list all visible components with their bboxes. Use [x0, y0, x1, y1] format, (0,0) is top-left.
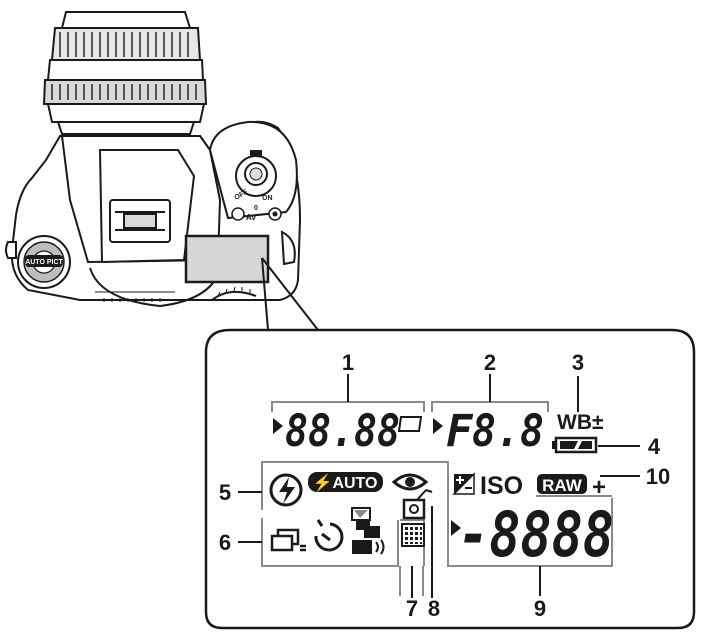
count-pointer-icon	[451, 520, 461, 536]
power-on-label: ON	[262, 195, 273, 202]
self-timer-icon	[314, 519, 344, 552]
drive-mode-group	[270, 507, 385, 555]
frame-count-display: -8888	[451, 498, 614, 571]
remote-timer-icon	[351, 507, 385, 555]
af-frame-icon	[402, 489, 433, 520]
wb-indicator: WB±	[557, 411, 604, 434]
control-cluster: OFF ON 0 Av	[208, 120, 298, 222]
raw-badge	[537, 474, 587, 494]
callout-4: 4	[648, 434, 661, 459]
callout-3: 3	[572, 350, 584, 375]
minutes-indicator-icon	[397, 416, 423, 432]
count-digits: -8888	[458, 498, 614, 571]
metering-pattern-icon	[401, 523, 425, 547]
aperture-prefix: F	[446, 406, 474, 457]
aperture-digits: 8.8	[472, 406, 544, 457]
battery-icon	[552, 436, 598, 454]
callout-8: 8	[428, 596, 440, 621]
continuous-shooting-icon	[270, 528, 306, 552]
callout-9: 9	[534, 596, 546, 621]
flash-auto-label: ⚡AUTO	[313, 473, 378, 492]
exposure-comp-icon	[452, 472, 475, 495]
callout-1: 1	[342, 350, 354, 375]
red-eye-icon	[391, 473, 429, 491]
exposure-comp-button[interactable]	[231, 207, 245, 221]
lens-barrel	[42, 11, 208, 135]
callout-7: 7	[406, 596, 418, 621]
mode-button-label: Av	[246, 213, 256, 222]
aperture-display: F 8.8	[433, 406, 544, 457]
raw-label: RAW	[542, 476, 583, 495]
callout-6: 6	[219, 530, 231, 555]
indicator-zero: 0	[254, 205, 258, 212]
flash-mode-group: ⚡AUTO	[269, 472, 429, 507]
callout-5: 5	[219, 480, 231, 505]
shutter-speed-display: 88.88	[273, 406, 423, 457]
mode-dial-label: AUTO PICT	[25, 259, 63, 266]
flash-auto-badge	[308, 472, 383, 492]
iso-indicator: ISO	[480, 472, 523, 500]
aperture-pointer-icon	[433, 418, 443, 434]
callout-2: 2	[484, 350, 496, 375]
raw-plus: +	[592, 474, 606, 501]
shutter-pointer-icon	[273, 418, 283, 434]
zoom-connector	[261, 257, 319, 331]
mode-dial[interactable]: AUTO PICT	[17, 235, 71, 289]
lcd-callout-panel	[204, 328, 696, 630]
rear-dial[interactable]	[211, 286, 257, 301]
record-dot-icon	[272, 211, 278, 217]
callout-10: 10	[646, 464, 670, 489]
leader-lines	[238, 374, 640, 598]
top-lcd-window	[184, 234, 270, 284]
shutter-digits: 88.88	[285, 406, 400, 457]
hot-shoe	[109, 199, 171, 243]
